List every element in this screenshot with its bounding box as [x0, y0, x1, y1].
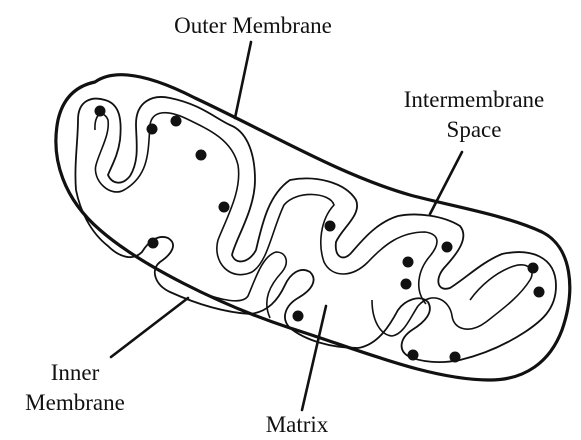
granule — [403, 257, 414, 268]
leader-line-matrix — [302, 306, 326, 410]
label-intermembrane-line2: Space — [447, 117, 502, 142]
label-intermembrane-line1: Intermembrane — [404, 87, 544, 112]
leader-line-inner-membrane — [111, 298, 188, 357]
granule — [408, 350, 419, 361]
granule — [196, 150, 207, 161]
granule — [534, 287, 545, 298]
granule — [219, 202, 230, 213]
granule — [450, 352, 461, 363]
granule — [528, 263, 539, 274]
granule — [401, 279, 412, 290]
granule — [171, 116, 182, 127]
granule — [148, 238, 159, 249]
matrix-granules — [95, 106, 545, 363]
label-inner-line2: Membrane — [25, 390, 125, 415]
granule — [95, 106, 106, 117]
crista-fold — [372, 265, 532, 336]
leader-line-outer-membrane — [235, 42, 251, 118]
granule — [147, 124, 158, 135]
granule — [442, 242, 453, 253]
granule — [325, 221, 336, 232]
granule — [293, 311, 304, 322]
crista-fold — [95, 113, 437, 304]
label-outer-membrane: Outer Membrane — [174, 13, 332, 38]
label-matrix: Matrix — [266, 412, 329, 437]
label-inner-line1: Inner — [51, 360, 100, 385]
